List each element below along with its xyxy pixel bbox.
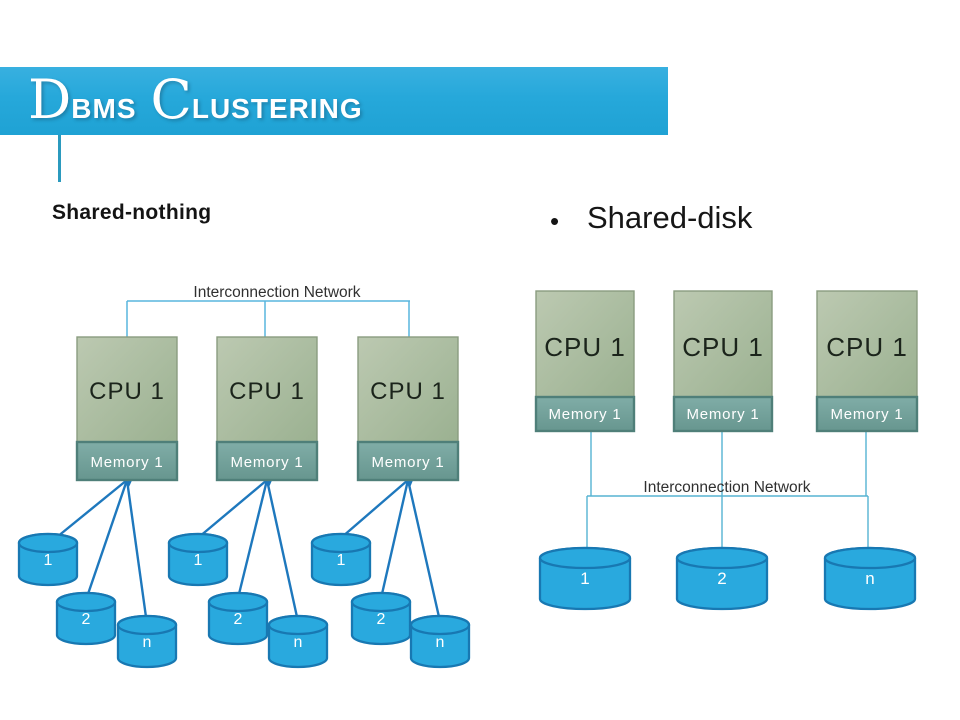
- disk-label: 1: [337, 552, 346, 569]
- banner-tick-line: [58, 135, 61, 182]
- memory-box: [815, 395, 919, 433]
- memory-box: [356, 440, 460, 482]
- cpu-label: CPU 1: [544, 332, 626, 362]
- left-node1-disk-2: 2: [55, 591, 117, 646]
- right-node-2: CPU 1 Memory 1: [672, 290, 774, 433]
- cpu-box: [216, 336, 318, 443]
- right-network-label: Interconnection Network: [643, 479, 810, 496]
- left-node-1: CPU 1 Memory 1: [75, 336, 179, 482]
- cpu-box: [535, 290, 635, 398]
- disk-cylinder-top: [116, 614, 178, 636]
- shared-nothing-diagram: Interconnection Network CPU 1 Memory: [17, 284, 471, 669]
- memory-label: Memory 1: [230, 454, 303, 471]
- cpu-box: [816, 290, 918, 398]
- left-node2-disk2-link: [237, 479, 269, 595]
- left-node-2: CPU 1 Memory 1: [215, 336, 319, 482]
- disk-cylinder-top: [167, 532, 229, 554]
- left-node1-diskn-link: [125, 479, 148, 618]
- bullet-marker: •: [550, 206, 560, 236]
- disk-cylinder-top: [675, 546, 769, 570]
- left-node1-disk-n: n: [116, 614, 178, 669]
- left-node2-disk-n: n: [267, 614, 329, 669]
- left-network-label: Interconnection Network: [193, 284, 360, 301]
- disk-cylinder-top: [55, 591, 117, 613]
- left-node3-disk-2: 2: [350, 591, 412, 646]
- disk-cylinder-top: [409, 614, 471, 636]
- left-node3-diskn-link: [406, 479, 441, 618]
- disk-label: n: [143, 634, 152, 651]
- memory-label: Memory 1: [90, 454, 163, 471]
- disk-cylinder-top: [310, 532, 372, 554]
- memory-box: [672, 395, 774, 433]
- left-node-3: CPU 1 Memory 1: [356, 336, 460, 482]
- disk-label: 2: [234, 611, 243, 628]
- disk-label: 1: [194, 552, 203, 569]
- disk-label: n: [294, 634, 303, 651]
- cpu-label: CPU 1: [370, 378, 446, 405]
- disk-label: 1: [44, 552, 53, 569]
- memory-label: Memory 1: [371, 454, 444, 471]
- disk-label: 2: [377, 611, 386, 628]
- cpu-box: [76, 336, 178, 443]
- disk-cylinder-top: [538, 546, 632, 570]
- disk-cylinder-top: [823, 546, 917, 570]
- disk-label: 2: [82, 611, 91, 628]
- left-node1-disk2-link: [86, 479, 129, 595]
- cpu-label: CPU 1: [89, 378, 165, 405]
- left-node2-disk1-link: [198, 473, 276, 538]
- disk-cylinder-top: [350, 591, 412, 613]
- left-node2-diskn-link: [265, 479, 299, 618]
- memory-label: Memory 1: [548, 406, 621, 423]
- left-node2-disk-1: 1: [167, 532, 229, 587]
- cpu-label: CPU 1: [682, 332, 764, 362]
- memory-label: Memory 1: [686, 406, 759, 423]
- cpu-box: [357, 336, 459, 443]
- memory-box: [215, 440, 319, 482]
- left-node3-disk-1: 1: [310, 532, 372, 587]
- disk-cylinder-top: [207, 591, 269, 613]
- memory-box: [75, 440, 179, 482]
- cpu-box: [673, 290, 773, 398]
- shared-nothing-heading: Shared-nothing: [52, 201, 212, 224]
- cpu-label: CPU 1: [229, 378, 305, 405]
- left-node2-disk-2: 2: [207, 591, 269, 646]
- disk-label: 2: [717, 569, 726, 588]
- disk-label: 1: [580, 569, 589, 588]
- memory-label: Memory 1: [830, 406, 903, 423]
- disk-cylinder-top: [267, 614, 329, 636]
- title-initial-d: D: [28, 68, 72, 131]
- disk-label: n: [865, 569, 874, 588]
- shared-disk-2: 2: [675, 546, 769, 611]
- left-node1-disk-1: 1: [17, 532, 79, 587]
- shared-disk-1: 1: [538, 546, 632, 611]
- left-node3-disk1-link: [341, 473, 416, 538]
- left-node3-disk2-link: [380, 479, 410, 595]
- shared-disk-heading: Shared-disk: [587, 200, 753, 235]
- title-rest-lustering: LUSTERING: [191, 93, 363, 124]
- shared-disk-diagram: Interconnection Network CPU 1 Memory 1 C…: [534, 290, 919, 611]
- shared-disk-n: n: [823, 546, 917, 611]
- title-initial-c: C: [150, 68, 192, 131]
- memory-box: [534, 395, 636, 433]
- left-node3-disk-n: n: [409, 614, 471, 669]
- left-node1-disk1-link: [56, 473, 136, 538]
- disk-label: n: [436, 634, 445, 651]
- right-node-3: CPU 1 Memory 1: [815, 290, 919, 433]
- disk-cylinder-top: [17, 532, 79, 554]
- title-rest-bms: BMS: [71, 93, 137, 124]
- cpu-label: CPU 1: [826, 332, 908, 362]
- right-node-1: CPU 1 Memory 1: [534, 290, 636, 433]
- title-banner: DBMS CLUSTERING: [0, 67, 668, 135]
